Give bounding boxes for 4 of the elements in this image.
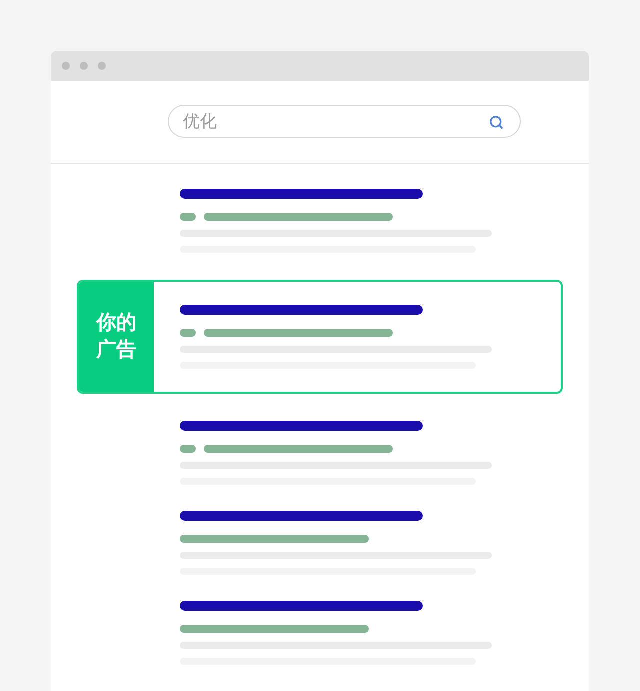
- search-query-text: 优化: [183, 113, 217, 130]
- search-field: [168, 105, 521, 138]
- ad-result-card: [77, 280, 563, 394]
- ad-label: 你的广告: [96, 311, 136, 363]
